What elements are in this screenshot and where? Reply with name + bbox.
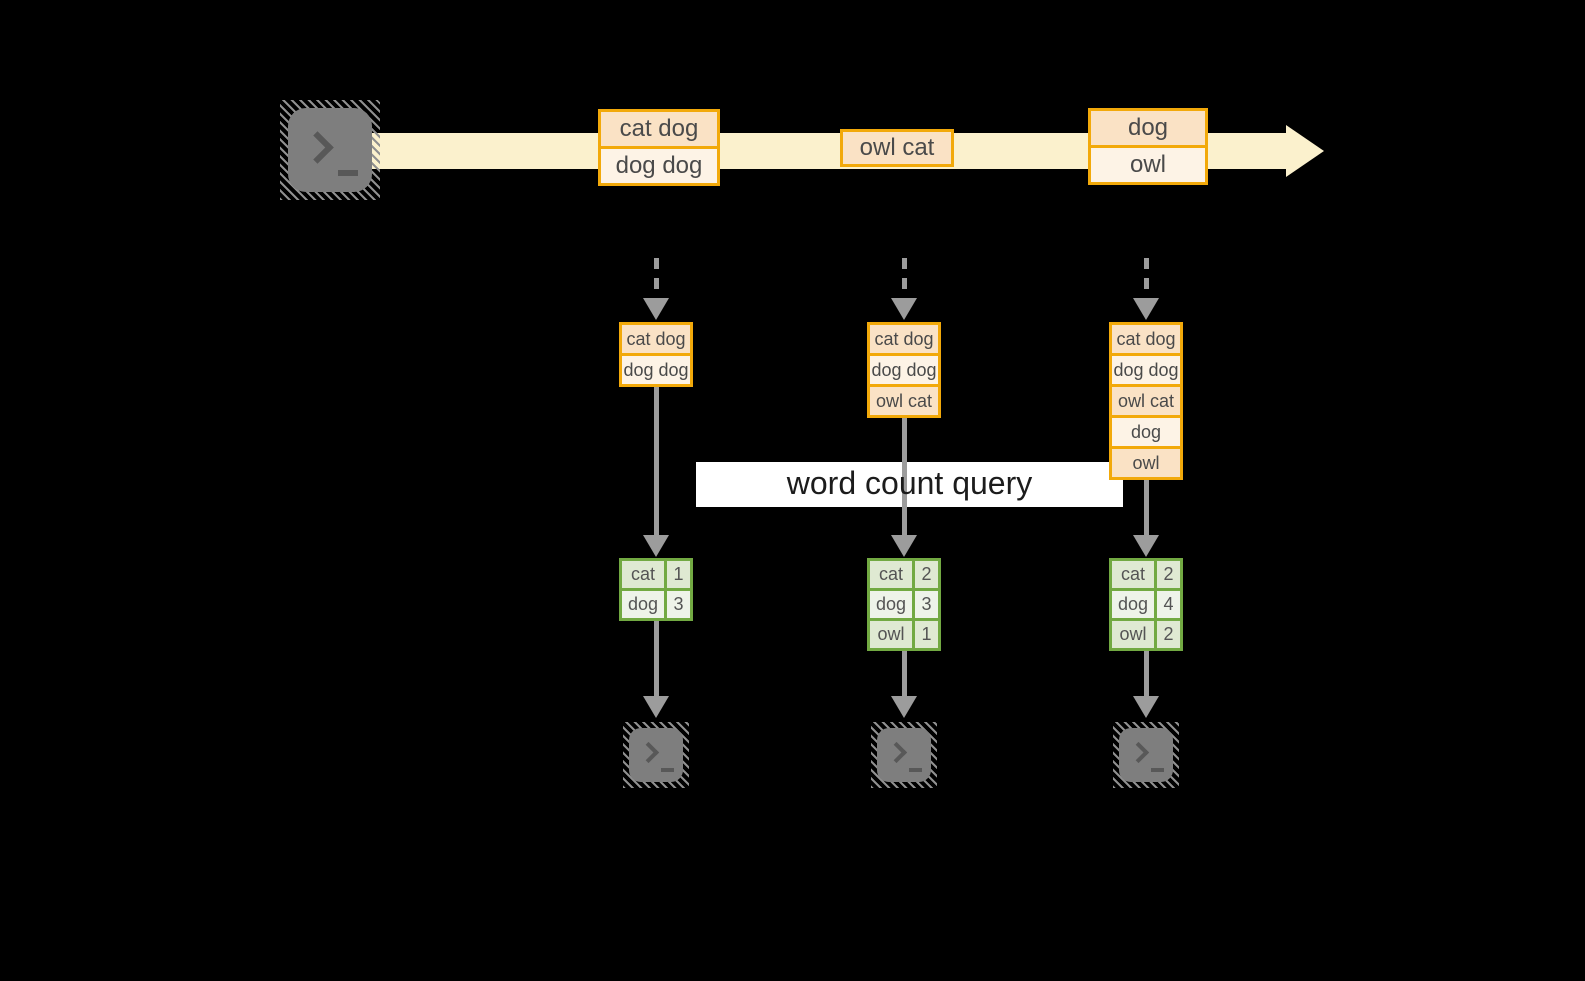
word-count-table-1: cat 1 dog 3 <box>619 558 693 621</box>
table-row: dog 4 <box>1112 588 1180 618</box>
stack-row: owl cat <box>870 384 938 415</box>
table-row: cat 2 <box>870 561 938 588</box>
count-cell: 1 <box>664 561 690 588</box>
table-row: cat 2 <box>1112 561 1180 588</box>
batch-row: cat dog <box>601 112 717 146</box>
stack-row: dog dog <box>1112 353 1180 384</box>
sink-terminal-icon <box>623 722 689 788</box>
count-cell: 2 <box>912 561 938 588</box>
terminal-screen <box>1119 728 1173 782</box>
table-row: cat 1 <box>622 561 690 588</box>
sink-terminal-icon <box>871 722 937 788</box>
arrow-line <box>902 651 907 696</box>
stream-arrowhead-icon <box>1286 125 1324 177</box>
count-cell: 2 <box>1154 561 1180 588</box>
arrowhead-icon <box>1133 696 1159 718</box>
stack-row: cat dog <box>1112 325 1180 353</box>
word-count-table-3: cat 2 dog 4 owl 2 <box>1109 558 1183 651</box>
table-row: owl 1 <box>870 618 938 648</box>
dashed-arrowhead-icon <box>643 298 669 320</box>
count-cell: 3 <box>912 591 938 618</box>
arrow-line <box>654 387 659 535</box>
count-cell: 1 <box>912 621 938 648</box>
word-count-table-2: cat 2 dog 3 owl 1 <box>867 558 941 651</box>
prompt-chevron-icon <box>637 741 660 764</box>
batch-row: owl cat <box>843 132 951 164</box>
arrow-line <box>902 418 907 535</box>
dashed-arrow-line <box>1144 258 1149 298</box>
stream-batch-box-3: dog owl <box>1088 108 1208 185</box>
batch-row: owl <box>1091 145 1205 182</box>
word-cell: owl <box>870 621 912 648</box>
sink-terminal-icon <box>1113 722 1179 788</box>
arrowhead-icon <box>643 535 669 557</box>
stack-row: cat dog <box>870 325 938 353</box>
count-cell: 3 <box>664 591 690 618</box>
arrowhead-icon <box>1133 535 1159 557</box>
source-terminal-icon <box>280 100 380 200</box>
terminal-screen <box>877 728 931 782</box>
word-cell: owl <box>1112 621 1154 648</box>
arrow-line <box>1144 480 1149 535</box>
word-cell: cat <box>622 561 664 588</box>
count-cell: 4 <box>1154 591 1180 618</box>
prompt-cursor-icon <box>661 768 674 772</box>
batch-row: dog dog <box>601 146 717 183</box>
stack-row: dog <box>1112 415 1180 446</box>
micro-batch-stack-2: cat dog dog dog owl cat <box>867 322 941 418</box>
word-cell: cat <box>870 561 912 588</box>
dashed-arrowhead-icon <box>1133 298 1159 320</box>
prompt-cursor-icon <box>909 768 922 772</box>
arrowhead-icon <box>643 696 669 718</box>
table-row: owl 2 <box>1112 618 1180 648</box>
dashed-arrowhead-icon <box>891 298 917 320</box>
prompt-chevron-icon <box>885 741 908 764</box>
stack-row: dog dog <box>870 353 938 384</box>
micro-batch-stack-3: cat dog dog dog owl cat dog owl <box>1109 322 1183 480</box>
prompt-cursor-icon <box>338 170 358 176</box>
stack-row: owl <box>1112 446 1180 477</box>
arrowhead-icon <box>891 535 917 557</box>
query-banner-label: word count query <box>786 465 1033 501</box>
word-cell: dog <box>1112 591 1154 618</box>
arrow-line <box>654 621 659 696</box>
prompt-chevron-icon <box>1127 741 1150 764</box>
arrowhead-icon <box>891 696 917 718</box>
terminal-screen <box>288 108 372 192</box>
word-cell: dog <box>622 591 664 618</box>
batch-row: dog <box>1091 111 1205 145</box>
arrow-line <box>1144 651 1149 696</box>
stack-row: owl cat <box>1112 384 1180 415</box>
prompt-cursor-icon <box>1151 768 1164 772</box>
terminal-screen <box>629 728 683 782</box>
micro-batch-stack-1: cat dog dog dog <box>619 322 693 387</box>
dashed-arrow-line <box>902 258 907 298</box>
stack-row: cat dog <box>622 325 690 353</box>
word-cell: dog <box>870 591 912 618</box>
stream-batch-box-2: owl cat <box>840 129 954 167</box>
stack-row: dog dog <box>622 353 690 384</box>
dashed-arrow-line <box>654 258 659 298</box>
prompt-chevron-icon <box>301 131 334 164</box>
word-cell: cat <box>1112 561 1154 588</box>
stream-batch-box-1: cat dog dog dog <box>598 109 720 186</box>
query-banner <box>696 462 1123 507</box>
count-cell: 2 <box>1154 621 1180 648</box>
table-row: dog 3 <box>622 588 690 618</box>
table-row: dog 3 <box>870 588 938 618</box>
